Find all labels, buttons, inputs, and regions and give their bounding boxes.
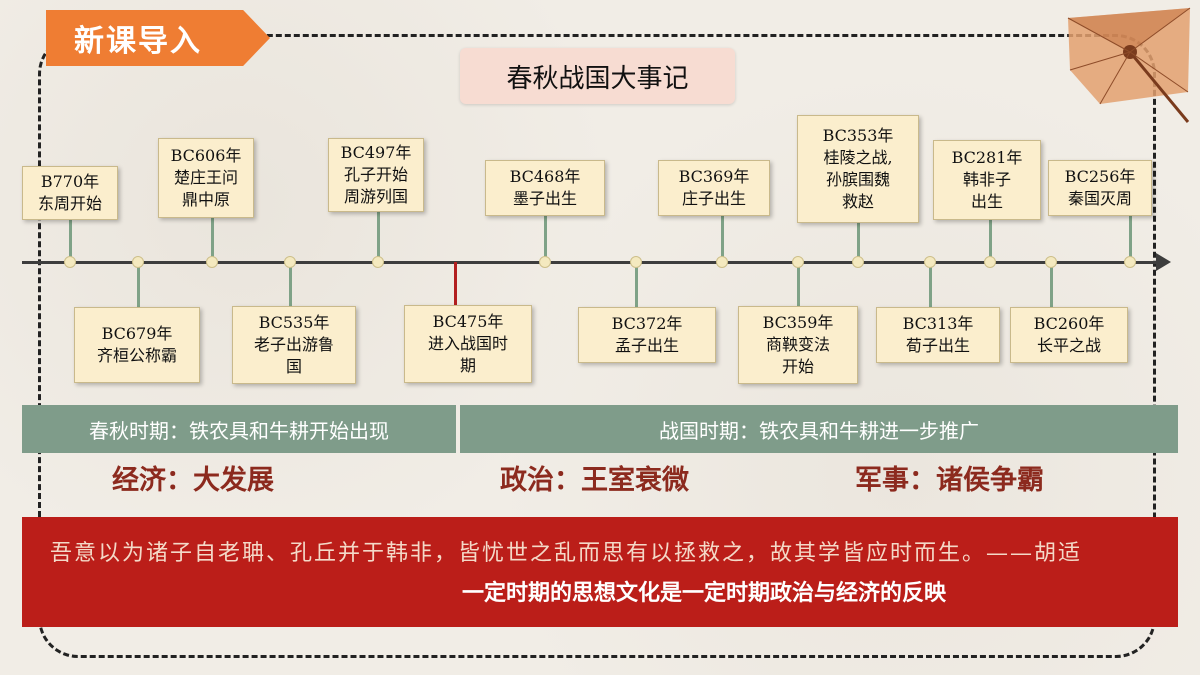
aspect-economy: 经济：大发展 [112, 465, 274, 496]
bottom-event-card: BC679年齐桓公称霸 [74, 307, 200, 383]
timeline-node [284, 256, 296, 268]
event-year: BC359年 [762, 313, 834, 332]
event-description: 救赵 [841, 192, 874, 211]
event-description: 韩非子 [962, 170, 1011, 189]
timeline-node [539, 256, 551, 268]
top-event-connector [69, 220, 72, 262]
quote-band [22, 517, 1178, 627]
event-year: BC281年 [951, 148, 1023, 167]
conclusion-text: 一定时期的思想文化是一定时期政治与经济的反映 [462, 581, 947, 606]
timeline-node [1124, 256, 1136, 268]
event-description: 国 [285, 357, 302, 376]
period-zhanguo: 战国时期：铁农具和牛耕进一步推广 [460, 405, 1178, 453]
event-year: BC468年 [509, 167, 581, 186]
bottom-event-card: BC535年老子出游鲁国 [232, 306, 356, 384]
bottom-event-connector [797, 262, 800, 306]
bottom-event-connector [454, 262, 457, 305]
event-description: 进入战国时 [427, 334, 508, 353]
top-event-connector [544, 216, 547, 262]
aspect-military: 军事：诸侯争霸 [855, 465, 1044, 496]
umbrella-icon [1067, 7, 1191, 123]
event-year: B770年 [40, 172, 100, 191]
top-event-card: BC468年墨子出生 [485, 160, 605, 216]
event-description: 长平之战 [1036, 336, 1101, 355]
bottom-event-connector [635, 262, 638, 307]
event-description: 齐桓公称霸 [96, 346, 177, 365]
timeline-node [630, 256, 642, 268]
event-description: 楚庄王问 [173, 168, 238, 187]
timeline-node [132, 256, 144, 268]
timeline-node [852, 256, 864, 268]
top-event-connector [721, 216, 724, 262]
aspect-politics: 政治：王室衰微 [500, 465, 689, 496]
timeline-node [792, 256, 804, 268]
bottom-event-card: BC475年进入战国时期 [404, 305, 532, 383]
timeline-node [716, 256, 728, 268]
event-year: BC497年 [340, 143, 412, 162]
bottom-event-card: BC313年荀子出生 [876, 307, 1000, 363]
event-description: 桂陵之战, [823, 148, 893, 167]
top-event-card: BC606年楚庄王问鼎中原 [158, 138, 254, 218]
period-chunqiu: 春秋时期：铁农具和牛耕开始出现 [22, 405, 456, 453]
event-year: BC369年 [678, 167, 750, 186]
event-year: BC353年 [822, 126, 894, 145]
timeline-node [984, 256, 996, 268]
timeline-axis [22, 261, 1162, 264]
bottom-event-connector [289, 262, 292, 306]
top-event-card: B770年东周开始 [22, 166, 118, 220]
event-description: 鼎中原 [181, 190, 230, 209]
dashed-frame [38, 34, 1156, 658]
top-event-connector [211, 218, 214, 262]
event-description: 荀子出生 [905, 336, 970, 355]
timeline-node [206, 256, 218, 268]
event-description: 秦国灭周 [1067, 189, 1132, 208]
top-event-connector [1129, 216, 1132, 262]
event-description: 周游列国 [343, 187, 408, 206]
event-year: BC256年 [1064, 167, 1136, 186]
top-event-card: BC281年韩非子出生 [933, 140, 1041, 220]
event-year: BC606年 [170, 146, 242, 165]
event-description: 孙膑围魏 [825, 170, 890, 189]
timeline-arrow-icon [1156, 253, 1171, 271]
timeline-node [1045, 256, 1057, 268]
event-year: BC372年 [611, 314, 683, 333]
event-description: 商鞅变法 [765, 335, 830, 354]
lesson-tab: 新课导入 [46, 10, 270, 66]
event-year: BC679年 [101, 324, 173, 343]
top-event-card: BC256年秦国灭周 [1048, 160, 1152, 216]
bottom-event-connector [1050, 262, 1053, 307]
top-event-connector [857, 223, 860, 262]
timeline-node [372, 256, 384, 268]
event-description: 墨子出生 [512, 189, 577, 208]
bottom-event-card: BC372年孟子出生 [578, 307, 716, 363]
bottom-event-card: BC359年商鞅变法开始 [738, 306, 858, 384]
top-event-card: BC369年庄子出生 [658, 160, 770, 216]
top-event-connector [377, 212, 380, 262]
event-description: 孟子出生 [614, 336, 679, 355]
timeline-node [64, 256, 76, 268]
event-description: 孔子开始 [343, 165, 408, 184]
bottom-event-connector [137, 262, 140, 307]
event-description: 庄子出生 [681, 189, 746, 208]
page-title: 春秋战国大事记 [460, 48, 735, 104]
event-year: BC535年 [258, 313, 330, 332]
event-year: BC313年 [902, 314, 974, 333]
event-year: BC260年 [1033, 314, 1105, 333]
top-event-card: BC497年孔子开始周游列国 [328, 138, 424, 212]
bottom-event-card: BC260年长平之战 [1010, 307, 1128, 363]
timeline-node [924, 256, 936, 268]
event-description: 老子出游鲁 [253, 335, 334, 354]
top-event-card: BC353年桂陵之战, 孙膑围魏救赵 [797, 115, 919, 223]
event-year: BC475年 [432, 312, 504, 331]
quote-text: 吾意以为诸子自老聃、孔丘并于韩非，皆忧世之乱而思有以拯救之，故其学皆应时而生。—… [50, 541, 1083, 566]
event-description: 开始 [781, 357, 814, 376]
event-description: 东周开始 [37, 194, 102, 213]
event-description: 出生 [970, 192, 1003, 211]
event-description: 期 [459, 356, 476, 375]
bottom-event-connector [929, 262, 932, 307]
top-event-connector [989, 220, 992, 262]
